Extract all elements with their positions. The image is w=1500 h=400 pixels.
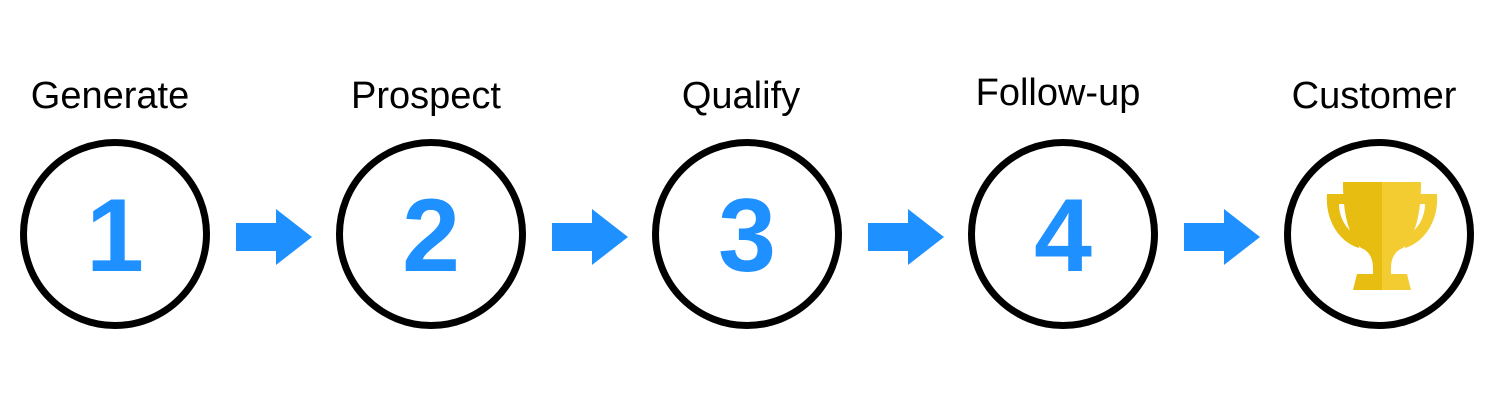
step-number-2: 2: [402, 178, 460, 294]
step-label-follow-up: Follow-up: [975, 72, 1141, 114]
arrow-right-icon: [868, 209, 944, 265]
step-circle-3: 3: [652, 139, 842, 329]
step-label-prospect: Prospect: [351, 75, 501, 117]
step-circle-1: 1: [20, 139, 210, 329]
arrow-right-icon: [236, 209, 312, 265]
step-circle-customer: [1284, 139, 1474, 329]
step-circle-2: 2: [336, 139, 526, 329]
step-number-4: 4: [1034, 178, 1092, 294]
arrow-right-icon: [552, 209, 628, 265]
arrow-right-icon: [1184, 209, 1260, 265]
step-label-generate: Generate: [30, 75, 190, 117]
step-number-1: 1: [86, 178, 144, 294]
step-label-customer: Customer: [1291, 75, 1457, 117]
step-label-qualify: Qualify: [681, 75, 801, 117]
step-circle-4: 4: [968, 139, 1158, 329]
trophy-icon: [1326, 182, 1438, 290]
step-number-3: 3: [718, 178, 776, 294]
